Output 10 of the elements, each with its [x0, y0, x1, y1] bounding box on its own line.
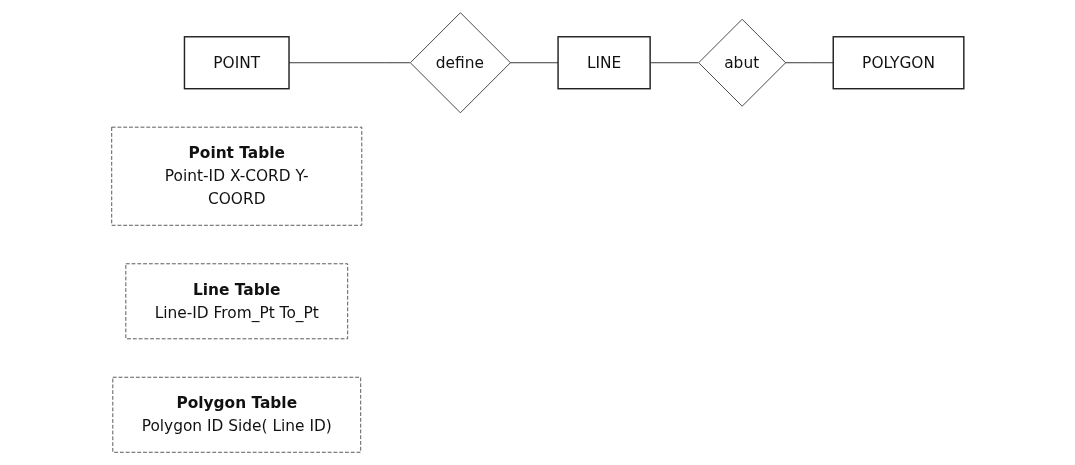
connector [649, 62, 699, 64]
node-diamond: define [409, 12, 511, 114]
node-box: POLYGON [832, 36, 965, 90]
node-box: Point Table Point-ID X-CORD Y-COORD [110, 126, 362, 226]
node-box: LINE [557, 36, 651, 90]
connector [288, 62, 411, 64]
node-box: POINT [183, 36, 290, 90]
node-box: Line Table Line-ID From_Pt To_Pt [125, 263, 348, 340]
node-box: Polygon Table Polygon ID Side( Line ID) [112, 376, 361, 453]
node-diamond: abut [697, 18, 786, 107]
